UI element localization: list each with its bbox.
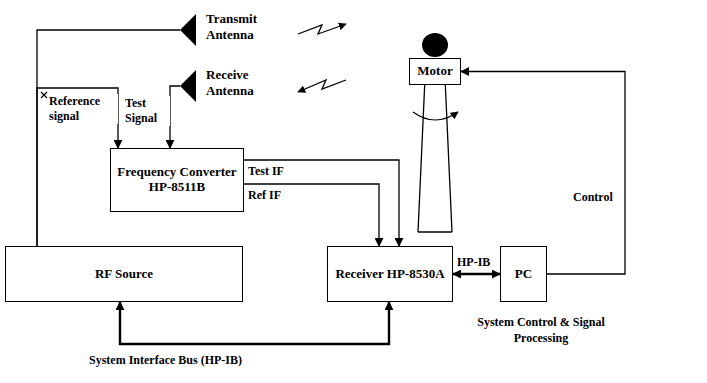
box-label: PC — [515, 267, 532, 282]
antenna-symbol: Transmit Antenna — [180, 14, 196, 46]
signal-label: Test Signal — [124, 96, 170, 126]
box-label: RF Source — [95, 267, 153, 282]
antenna-horn — [180, 14, 196, 46]
signal-label: System Interface Bus (HP-IB) — [88, 353, 243, 368]
positioner-tower — [418, 78, 452, 232]
antenna-horn — [180, 70, 196, 102]
signal-label: Reference signal — [48, 94, 118, 124]
signal-connector — [244, 160, 399, 246]
receiver-box: Receiver HP-8530A — [327, 246, 453, 302]
box-label: Motor — [417, 64, 452, 79]
wireless-link — [298, 80, 346, 92]
motor-box: Motor — [409, 58, 461, 85]
signal-connector — [37, 88, 118, 246]
signal-label: Control — [572, 190, 614, 205]
signal-label: Ref IF — [247, 188, 282, 203]
signal-connector — [461, 72, 625, 275]
box-label: Receiver HP-8530A — [335, 267, 444, 282]
test-antenna — [422, 33, 448, 57]
source-box: RF Source — [5, 246, 243, 302]
signal-label: HP-IB — [456, 255, 491, 270]
caption-note: System Control & Signal Processing — [476, 315, 606, 346]
signal-label: Test IF — [247, 164, 285, 179]
rotation-arrow — [413, 112, 458, 120]
wireless-link — [298, 24, 346, 34]
antenna-symbol: Receive Antenna — [180, 70, 196, 102]
coupler-mark — [41, 92, 47, 98]
pc-box: PC — [500, 246, 547, 302]
signal-connector — [453, 273, 500, 275]
box-label: Frequency Converter HP-8511B — [117, 165, 237, 195]
converter-box: Frequency Converter HP-8511B — [110, 148, 244, 212]
antenna-label: Transmit Antenna — [206, 11, 286, 42]
antenna-horn — [180, 70, 196, 102]
signal-connector — [244, 184, 379, 246]
signal-connector — [37, 30, 180, 246]
antenna-horn — [180, 14, 196, 46]
antenna-label: Receive Antenna — [206, 67, 286, 98]
signal-connector — [120, 302, 389, 344]
signal-connector — [170, 86, 180, 148]
